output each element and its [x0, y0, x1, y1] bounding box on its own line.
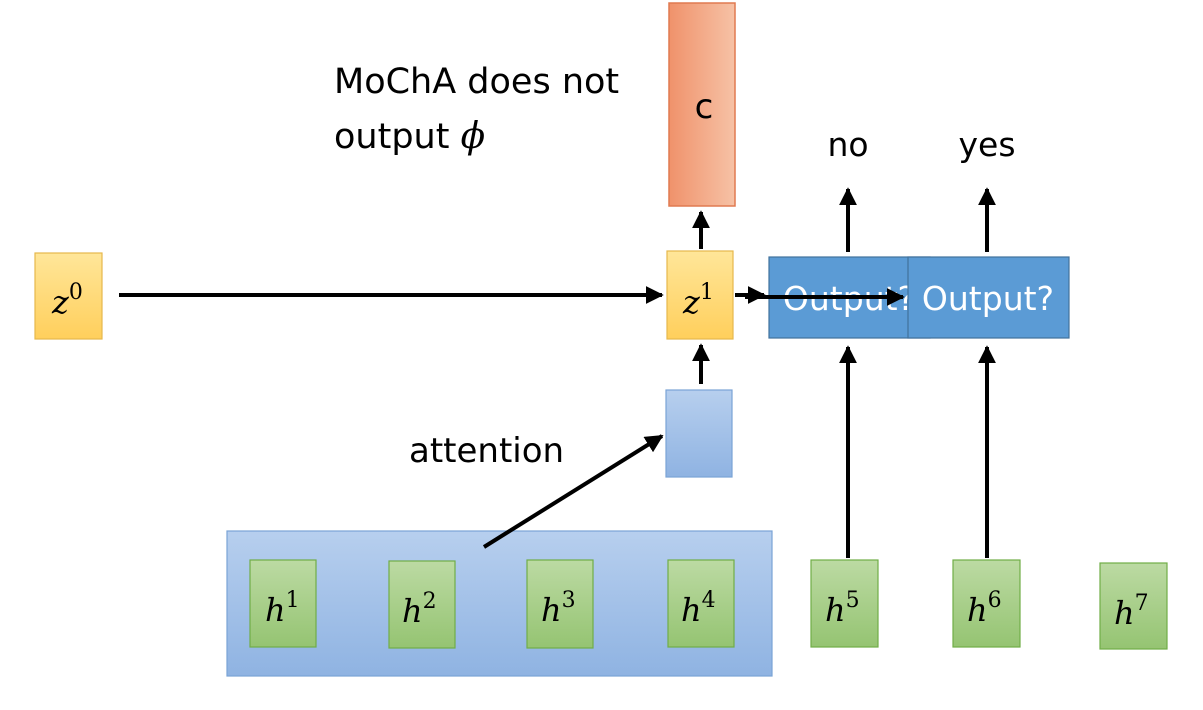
encoder-state-h1 [249, 559, 317, 648]
attention-label: attention [409, 431, 564, 471]
note-line-1: MoChA does not [334, 62, 619, 102]
arrow-attention [482, 434, 664, 549]
decision-box-2 [907, 256, 1070, 339]
decoder-state-z0 [34, 252, 103, 340]
decoder-state-z1 [666, 250, 734, 340]
h5-label: h5 [825, 588, 860, 629]
answer-yes: yes [958, 125, 1015, 164]
z1-label: z1 [682, 280, 714, 321]
h2-label: h2 [402, 589, 437, 630]
h6-label: h6 [967, 588, 1002, 629]
h3-label: h3 [541, 588, 576, 629]
decision-box-2-label: Output? [922, 279, 1054, 318]
encoder-state-h2 [388, 560, 456, 649]
encoder-state-h5 [810, 559, 879, 648]
phi-symbol: ϕ [461, 116, 486, 157]
encoder-states: h1 h2 h3 h4 h5 h6 h7 [249, 559, 1168, 650]
note-line-2: output ϕ [334, 116, 485, 157]
attention-output-box [665, 389, 733, 478]
context-box [668, 2, 736, 207]
h4-label: h4 [681, 588, 716, 629]
encoder-state-h4 [667, 559, 735, 648]
answer-no: no [827, 125, 868, 164]
encoder-state-h3 [526, 559, 594, 649]
h1-label: h1 [265, 588, 300, 629]
h7-label: h7 [1114, 591, 1149, 632]
encoder-state-h7 [1099, 562, 1168, 650]
encoder-state-h6 [952, 559, 1021, 648]
arrows [119, 187, 996, 558]
z0-label: z0 [51, 280, 83, 321]
context-label: c [695, 87, 714, 127]
